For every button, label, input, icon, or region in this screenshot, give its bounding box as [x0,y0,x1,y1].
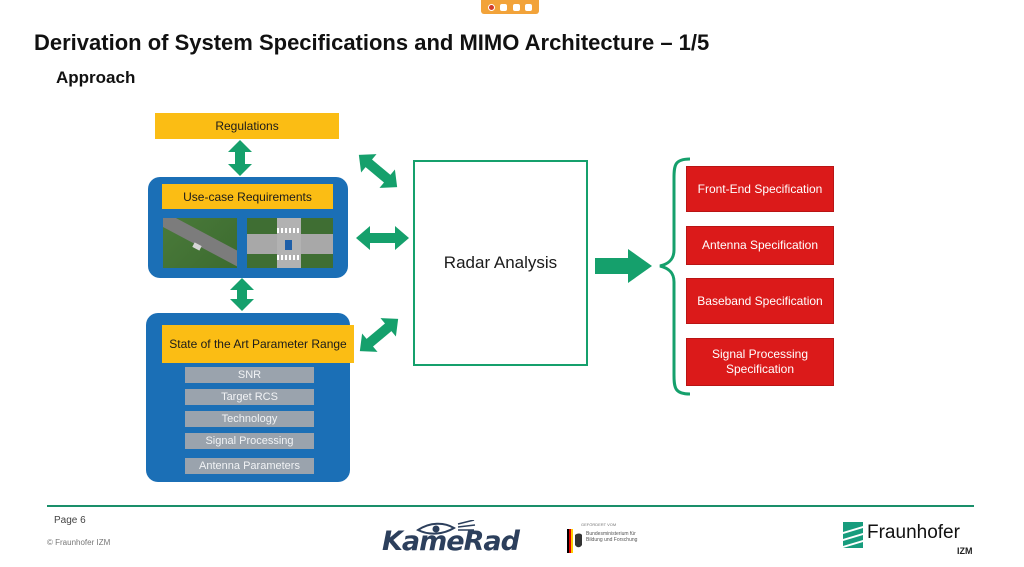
road-scene-image [163,218,237,268]
screen-share-toolbar[interactable] [481,0,539,14]
spec-antenna: Antenna Specification [686,226,834,265]
arrow-regulations-usecase [228,140,252,176]
kamerad-logo-text: KameRad [382,526,520,557]
specs-brace [659,157,691,396]
share-icon[interactable] [525,3,533,11]
page-number: Page 6 [54,515,86,526]
fraunhofer-logo-icon [843,522,863,548]
record-icon[interactable] [487,3,495,11]
spec-baseband: Baseband Specification [686,278,834,324]
radar-analysis-box: Radar Analysis [413,160,588,366]
intersection-scene-image [247,218,333,268]
bmbf-funded-by: GEFÖRDERT VOM [581,522,617,527]
param-snr: SNR [185,367,314,383]
arrow-usecase-radar [356,226,409,250]
regulations-box: Regulations [155,113,339,139]
bmbf-eagle-icon [567,529,582,553]
fraunhofer-logo-text: Fraunhofer [867,522,960,543]
state-of-art-title: State of the Art Parameter Range [162,325,354,363]
kamerad-eye-icon [416,520,476,535]
slide-subtitle: Approach [56,68,136,87]
param-technology: Technology [185,411,314,427]
arrow-radar-specs [595,249,652,283]
arrow-usecase-state [230,278,254,311]
usecase-title: Use-case Requirements [162,184,333,209]
camera-icon[interactable] [500,3,508,11]
bmbf-logo-text: Bundesministerium für Bildung und Forsch… [586,531,638,543]
param-signal-processing: Signal Processing [185,433,314,449]
spec-front-end: Front-End Specification [686,166,834,212]
slide-title: Derivation of System Specifications and … [34,30,710,55]
microphone-icon[interactable] [512,3,520,11]
arrow-lower-diagonal [359,318,399,352]
spec-signal-processing: Signal Processing Specification [686,338,834,386]
footer-divider [47,505,974,507]
arrow-upper-diagonal [358,154,398,188]
param-antenna-parameters: Antenna Parameters [185,458,314,474]
copyright-text: © Fraunhofer IZM [47,538,111,547]
fraunhofer-izm-text: IZM [957,546,973,556]
param-target-rcs: Target RCS [185,389,314,405]
